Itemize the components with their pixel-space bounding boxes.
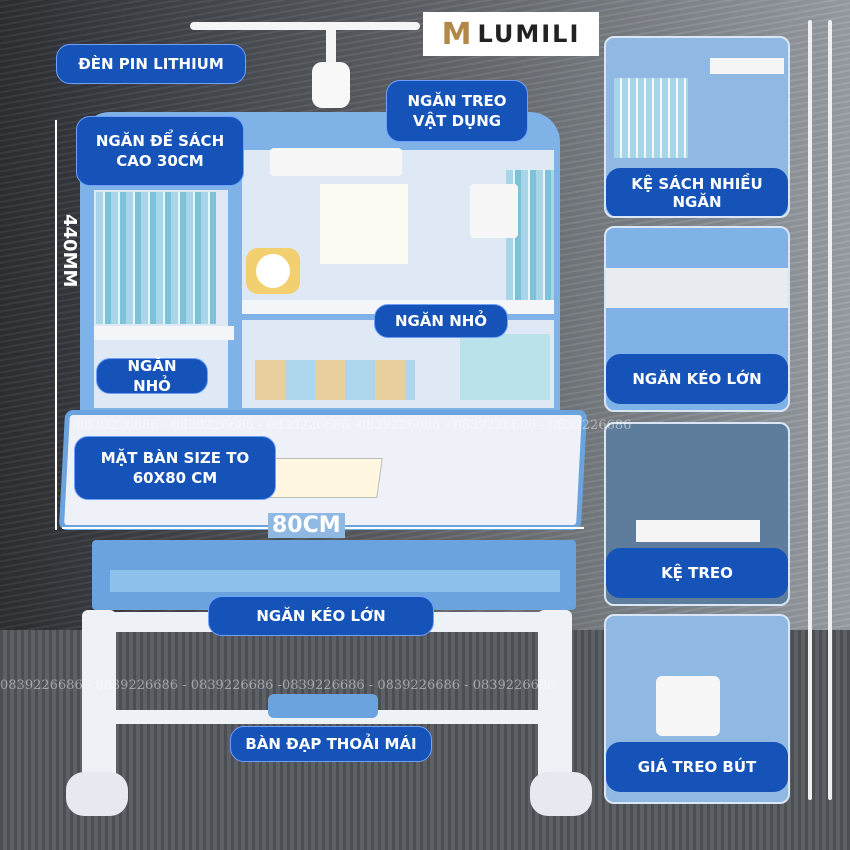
left-foot [66, 772, 128, 816]
panel-books [614, 78, 688, 158]
left-shelf [94, 326, 234, 340]
panel-label-hanging-shelf: KỆ TREO [606, 548, 788, 598]
panel-drawer-front [606, 268, 788, 308]
watermark-upper: 0839226686 - 0839226686 - 0839226686 -08… [76, 418, 632, 433]
width-dimension: 80CM [268, 513, 345, 538]
side-panel-hanging-shelf: KỆ TREO [604, 422, 790, 606]
panel-label-pen-holder: GIÁ TREO BÚT [606, 742, 788, 792]
label-hanging: NGĂN TREO VẬT DỤNG [386, 80, 528, 142]
panel-label-bookshelf: KỆ SÁCH NHIỀU NGĂN [606, 168, 788, 216]
label-small-mid: NGĂN NHỎ [374, 304, 508, 338]
lamp-arm [190, 22, 420, 30]
paper-stack [460, 334, 550, 400]
label-lamp: ĐÈN PIN LITHIUM [56, 44, 246, 84]
foot-pedal [268, 694, 378, 718]
side-panel-pen-holder: GIÁ TREO BÚT [604, 614, 790, 804]
height-dimension-line [55, 120, 57, 530]
panel-pen-cup [656, 676, 720, 736]
lamp-head [312, 62, 350, 108]
right-leg [538, 610, 572, 800]
panel-tray [710, 58, 784, 74]
label-desk-size: MẶT BÀN SIZE TO 60X80 CM [74, 436, 276, 500]
label-drawer: NGĂN KÉO LỚN [208, 596, 434, 636]
toy-blocks [255, 360, 415, 400]
side-panel-bookshelf: KỆ SÁCH NHIỀU NGĂN [604, 36, 790, 218]
label-pedal: BÀN ĐẠP THOẢI MÁI [230, 726, 432, 762]
label-book-shelf: NGĂN ĐỂ SÁCH CAO 30CM [76, 116, 244, 186]
brand-logo: M LUMILI [423, 12, 599, 56]
rail-right [828, 20, 832, 800]
label-small-left: NGĂN NHỎ [96, 357, 208, 395]
brand-name: LUMILI [477, 20, 581, 48]
hanging-tray [270, 148, 402, 176]
panel-label-drawer: NGĂN KÉO LỚN [606, 354, 788, 404]
pen-holder [470, 184, 518, 238]
open-book [267, 458, 383, 498]
logo-mark: M [441, 16, 474, 52]
panel-hanging-tray [636, 520, 760, 542]
drawer-inner [110, 570, 560, 592]
side-panel-drawer: NGĂN KÉO LỚN [604, 226, 790, 412]
left-leg [82, 610, 116, 800]
alarm-clock [246, 248, 300, 294]
watermark-lower: 0839226686 - 0839226686 - 0839226686 -08… [0, 678, 556, 693]
rail-left [808, 20, 812, 800]
schedule-note [320, 184, 408, 264]
right-foot [530, 772, 592, 816]
books-left [96, 192, 216, 324]
height-dimension: 440MM [59, 214, 80, 288]
